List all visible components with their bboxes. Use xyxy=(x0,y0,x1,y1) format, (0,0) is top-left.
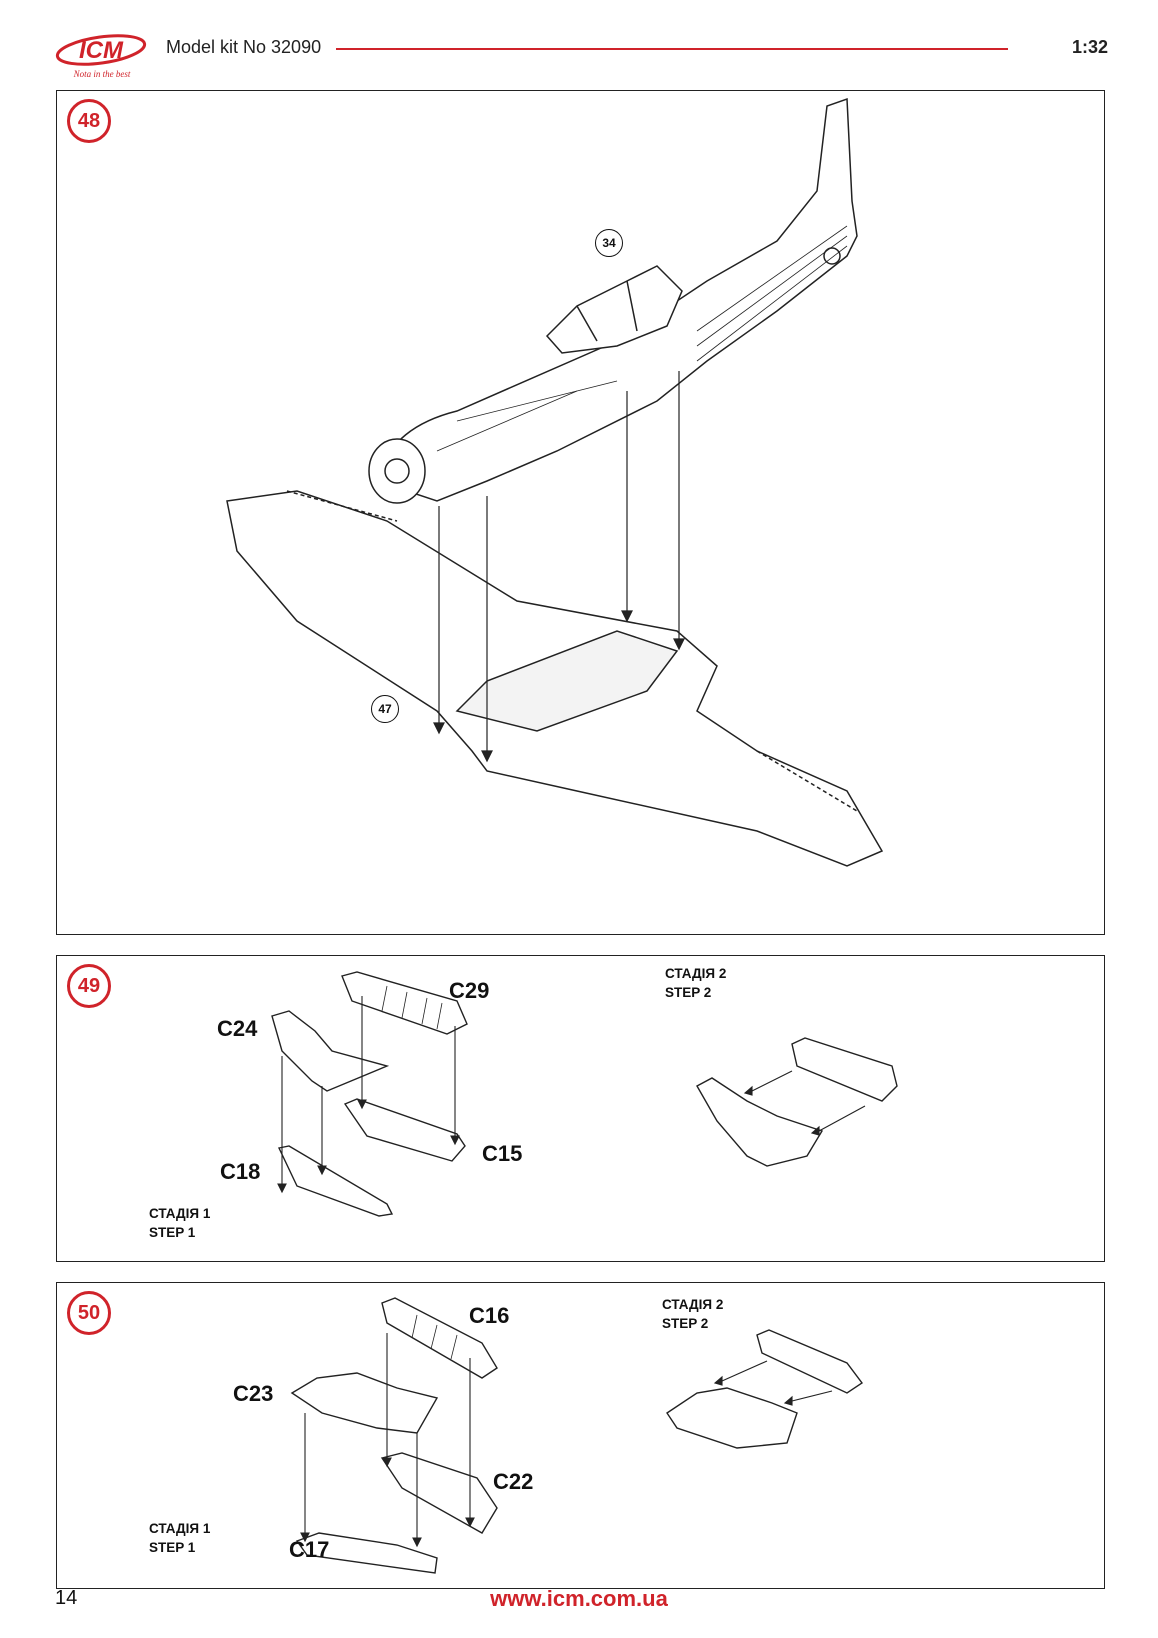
reference-step-34: 34 xyxy=(595,229,623,257)
stage-1-uk: СТАДІЯ 1 xyxy=(149,1521,211,1536)
part-c22 xyxy=(380,1452,498,1534)
stage2-aileron xyxy=(791,1037,898,1102)
stage-2-label: СТАДІЯ 2 STEP 2 xyxy=(665,964,726,1002)
part-label-c29: C29 xyxy=(449,978,490,1003)
part-c15 xyxy=(343,1098,466,1162)
stage-2-uk: СТАДІЯ 2 xyxy=(665,966,727,981)
step-50-panel: 50 C16 C23 C22 C17 СТАДІЯ 1 xyxy=(56,1282,1105,1589)
step-49-illustration xyxy=(271,971,898,1217)
stage-1-label: СТАДІЯ 1 STEP 1 xyxy=(149,1519,210,1557)
canopy xyxy=(545,265,683,354)
part-label-c24: C24 xyxy=(217,1016,258,1041)
part-c18 xyxy=(277,1145,394,1217)
stage-2-uk: СТАДІЯ 2 xyxy=(662,1297,724,1312)
step-number-badge: 49 xyxy=(67,964,111,1008)
stage2-aileron xyxy=(756,1329,864,1394)
logo-tagline: Nota in the best xyxy=(73,69,131,79)
stage-1-en: STEP 1 xyxy=(149,1225,196,1240)
step-50-illustration xyxy=(290,1297,864,1574)
part-label-c18: C18 xyxy=(220,1159,261,1184)
stage-2-label: СТАДІЯ 2 STEP 2 xyxy=(662,1295,723,1333)
part-label-c15: C15 xyxy=(482,1141,523,1166)
logo-brand-text: ICM xyxy=(79,37,124,64)
part-c16 xyxy=(381,1297,498,1379)
part-label-c23: C23 xyxy=(233,1381,274,1406)
stage2-wing xyxy=(696,1077,824,1167)
header-rule xyxy=(336,48,1008,50)
step-48-illustration xyxy=(226,97,884,867)
stage-1-uk: СТАДІЯ 1 xyxy=(149,1206,211,1221)
page-number: 14 xyxy=(55,1587,78,1609)
part-c24 xyxy=(271,1010,390,1092)
stage-2-en: STEP 2 xyxy=(665,985,712,1000)
website-link[interactable]: www.icm.com.ua xyxy=(490,1586,668,1611)
stage2-wing xyxy=(666,1387,798,1449)
stage-2-en: STEP 2 xyxy=(662,1316,709,1331)
reference-step-47: 47 xyxy=(371,695,399,723)
part-c23 xyxy=(290,1372,439,1434)
part-label-c22: C22 xyxy=(493,1469,534,1494)
page-title: Model kit No 32090 xyxy=(166,37,322,57)
step-49-panel: 49 C29 C24 C15 C18 СТАДІЯ 1 S xyxy=(56,955,1105,1262)
stage-1-en: STEP 1 xyxy=(149,1540,196,1555)
scale-label: 1:32 xyxy=(1071,37,1108,57)
part-label-c17: C17 xyxy=(289,1537,330,1562)
stage-1-label: СТАДІЯ 1 STEP 1 xyxy=(149,1204,210,1242)
icm-logo: ICM Nota in the best xyxy=(52,28,150,82)
step-48-panel: 48 xyxy=(56,90,1105,935)
part-c17 xyxy=(295,1532,438,1574)
step-number-badge: 50 xyxy=(67,1291,111,1335)
tail-wheel xyxy=(823,247,841,265)
part-label-c16: C16 xyxy=(469,1303,510,1328)
step-number-badge: 48 xyxy=(67,99,111,143)
